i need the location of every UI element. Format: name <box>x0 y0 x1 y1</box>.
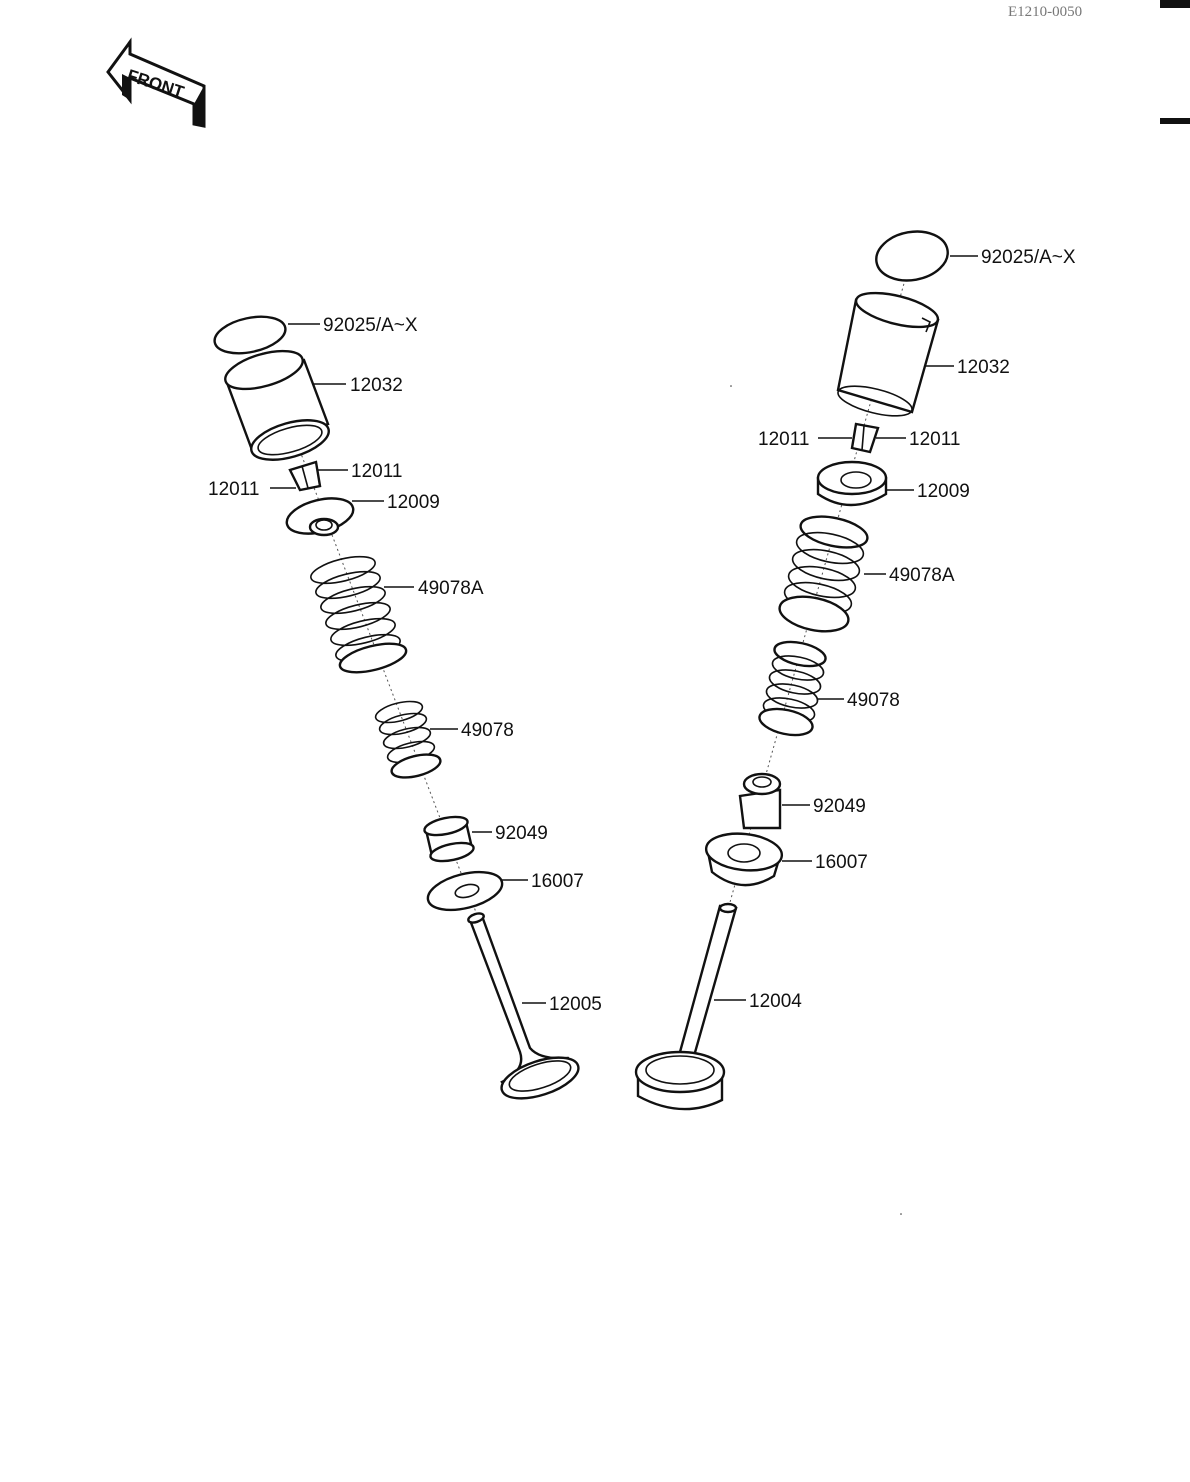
left-valve-exhaust <box>467 912 580 1100</box>
edge-mark-mid <box>1160 118 1190 124</box>
label-right-stem-seal: 92049 <box>813 796 866 817</box>
left-outer-spring <box>310 555 408 674</box>
label-right-spring-retainer: 12009 <box>917 481 970 502</box>
speck <box>730 385 732 387</box>
label-right-outer-spring: 49078A <box>889 565 955 586</box>
label-right-spring-seat: 16007 <box>815 852 868 873</box>
label-left-keeper-left: 12011 <box>208 479 259 500</box>
left-keeper <box>288 460 322 492</box>
label-left-keeper-right: 12011 <box>351 461 402 482</box>
front-arrow-icon: FRONT <box>106 37 206 128</box>
label-left-valve: 12005 <box>549 994 602 1015</box>
left-spring-retainer <box>285 497 355 537</box>
right-valve-intake <box>634 902 738 1111</box>
label-left-stem-seal: 92049 <box>495 823 548 844</box>
speck <box>900 1213 902 1215</box>
right-keeper <box>850 422 880 454</box>
left-inner-spring <box>374 700 442 779</box>
right-spring-seat <box>704 832 784 887</box>
label-left-shim: 92025/A~X <box>323 315 418 336</box>
label-left-tappet: 12032 <box>350 375 403 396</box>
label-left-spring-retainer: 12009 <box>387 492 440 513</box>
left-spring-seat <box>426 870 504 912</box>
label-left-inner-spring: 49078 <box>461 720 514 741</box>
right-spring-retainer <box>816 460 888 507</box>
edge-mark-top <box>1160 0 1190 8</box>
label-left-spring-seat: 16007 <box>531 871 584 892</box>
left-tappet <box>224 349 330 461</box>
left-stem-seal <box>423 815 475 863</box>
label-right-shim: 92025/A~X <box>981 247 1076 268</box>
label-right-keeper-right: 12011 <box>909 429 960 450</box>
left-shim <box>213 315 287 355</box>
label-right-tappet: 12032 <box>957 357 1010 378</box>
right-shim <box>875 230 949 282</box>
right-inner-spring <box>758 640 827 737</box>
drawing-code: E1210-0050 <box>1008 4 1082 20</box>
right-outer-spring <box>778 515 869 633</box>
label-right-inner-spring: 49078 <box>847 690 900 711</box>
label-right-keeper-left: 12011 <box>758 429 809 450</box>
right-tappet <box>836 291 940 417</box>
right-stem-seal <box>738 772 782 830</box>
label-right-valve: 12004 <box>749 991 802 1012</box>
label-left-outer-spring: 49078A <box>418 578 484 599</box>
